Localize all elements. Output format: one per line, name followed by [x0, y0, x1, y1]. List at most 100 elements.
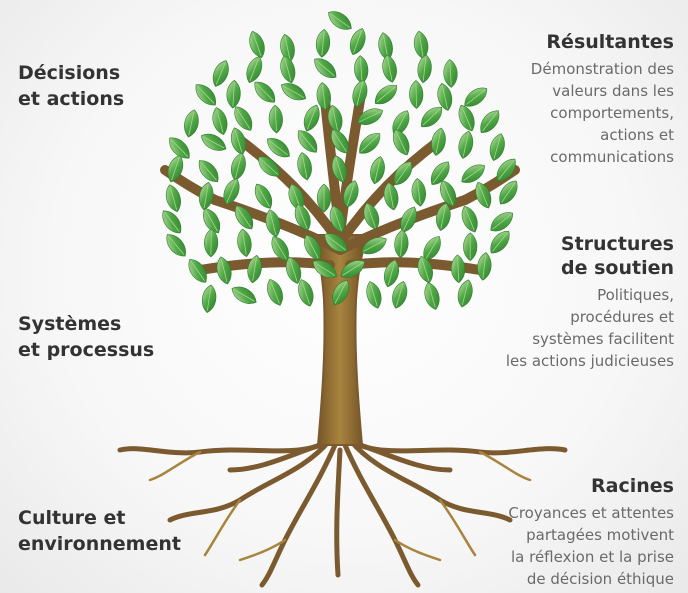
leaf — [392, 281, 408, 309]
leaf-vein — [301, 154, 308, 179]
leaf — [204, 228, 219, 258]
label-decisions-actions: Décisions et actions — [18, 60, 124, 112]
block-description: Démonstration des valeurs dans les compo… — [531, 58, 674, 168]
leaf — [359, 133, 381, 154]
leaf-vein — [400, 231, 403, 256]
leaf — [437, 82, 453, 111]
leaf-vein — [226, 180, 237, 203]
leaf-vein — [466, 89, 486, 105]
root — [238, 538, 287, 562]
label-culture-environment: Culture et environnement — [18, 505, 181, 557]
leaf-vein — [492, 232, 508, 252]
leaf — [421, 106, 443, 128]
block-resultantes: Résultantes Démonstration des valeurs da… — [531, 30, 674, 168]
leaf — [199, 181, 214, 211]
leaf — [231, 152, 246, 181]
desc-line: de décision éthique — [526, 570, 674, 588]
leaf — [246, 56, 263, 84]
leaf-vein — [386, 56, 393, 81]
leaf — [265, 209, 281, 238]
leaf-vein — [321, 84, 326, 109]
leaf-vein — [422, 56, 427, 81]
leaf — [463, 232, 478, 262]
root — [148, 450, 202, 482]
leaf-vein — [334, 281, 347, 304]
leaf-vein — [482, 111, 498, 132]
block-description: Croyances et attentes partagées motivent… — [508, 502, 674, 590]
block-title: Résultantes — [531, 30, 674, 54]
label-line: environnement — [18, 533, 181, 555]
leaf-vein — [190, 260, 205, 281]
block-structures-soutien: Structures de soutien Politiques, procéd… — [506, 232, 674, 372]
leaf — [343, 180, 359, 208]
leaf — [413, 30, 429, 60]
root — [203, 498, 242, 557]
leaf-vein — [233, 289, 255, 302]
leaf — [499, 180, 518, 205]
leaf — [374, 84, 398, 105]
leaf-vein — [388, 184, 394, 209]
leaf-vein — [236, 108, 251, 129]
leaf-vein — [422, 108, 441, 126]
leaf — [461, 205, 478, 233]
leaf-vein — [284, 36, 291, 60]
leaf — [166, 234, 186, 257]
leaf-vein — [359, 57, 363, 82]
block-title: Racines — [508, 474, 674, 498]
label-line: et processus — [18, 339, 155, 361]
leaf — [440, 180, 457, 207]
leaf-vein — [461, 106, 472, 130]
root — [393, 538, 442, 562]
leaf-vein — [376, 86, 396, 103]
leaf-vein — [203, 184, 209, 208]
desc-line: valeurs dans les — [552, 82, 674, 100]
leaf-vein — [236, 207, 252, 228]
label-line: Systèmes — [18, 313, 122, 335]
leaf — [316, 183, 332, 213]
leaf — [443, 59, 458, 88]
leaf — [235, 205, 253, 230]
leaf-vein — [432, 163, 448, 184]
leaf — [268, 104, 283, 134]
leaf — [226, 79, 241, 109]
leaf-vein — [492, 214, 512, 230]
leaf-vein — [440, 204, 447, 229]
leaf — [223, 178, 240, 205]
leaf — [366, 281, 382, 309]
title-line: de soutien — [561, 257, 674, 279]
leaf — [424, 282, 440, 310]
leaf-vein — [269, 211, 277, 235]
desc-line: Politiques, — [597, 286, 674, 304]
leaf — [409, 80, 424, 109]
leaf — [201, 284, 217, 314]
title-line: Structures — [560, 233, 674, 255]
leaf-vein — [164, 212, 180, 232]
block-title: Structures de soutien — [506, 232, 674, 280]
leaf-vein — [428, 284, 436, 308]
leaf — [184, 109, 199, 138]
leaf — [352, 79, 368, 108]
leaf — [382, 54, 397, 83]
leaf-vein — [215, 62, 226, 85]
leaf-vein — [359, 111, 382, 123]
leaf — [315, 28, 331, 58]
leaf — [354, 55, 369, 84]
leaf — [297, 152, 312, 181]
root — [227, 442, 323, 473]
leaf — [162, 210, 182, 234]
leaf — [475, 181, 492, 209]
label-line: Culture et — [18, 507, 126, 529]
block-description: Politiques, procédures et systèmes facil… — [506, 284, 674, 372]
leaf — [267, 278, 283, 306]
leaf-vein — [363, 239, 385, 252]
leaf-vein — [252, 257, 257, 282]
root — [259, 442, 338, 588]
leaf-vein — [197, 85, 215, 104]
leaf — [490, 212, 514, 232]
leaf — [331, 129, 349, 154]
leaf — [328, 11, 352, 30]
leaf-vein — [268, 139, 289, 156]
leaf — [167, 155, 183, 183]
leaf-vein — [463, 166, 484, 181]
leaf — [304, 234, 321, 261]
